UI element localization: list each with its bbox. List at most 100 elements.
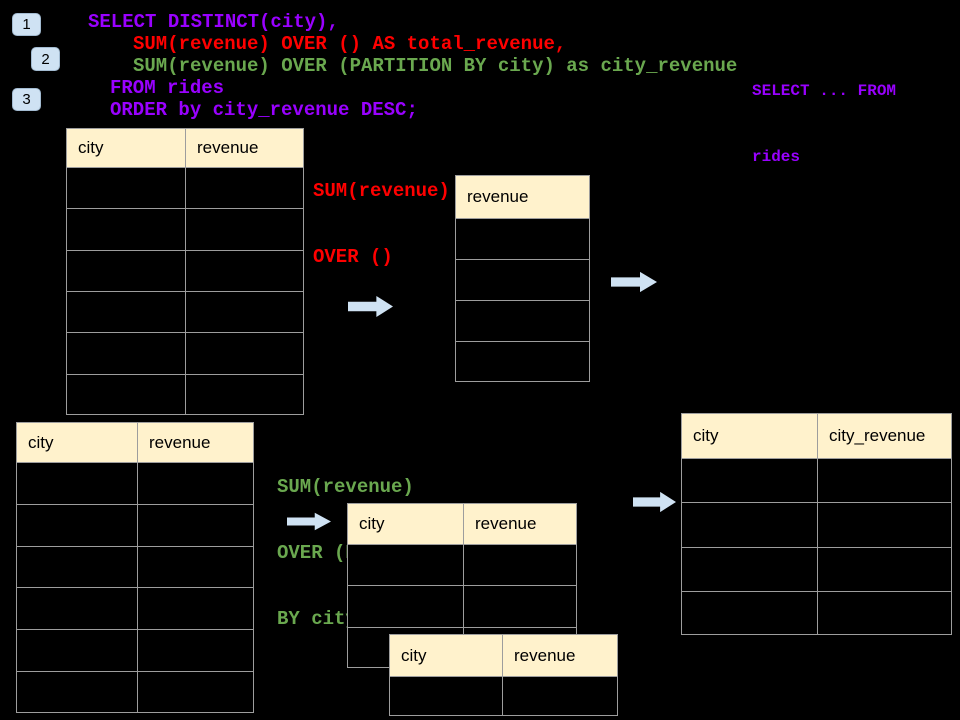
table-header-row: city revenue: [17, 423, 253, 463]
arrow-right-icon: [611, 271, 657, 293]
column-header-city: city: [682, 414, 818, 458]
sql-line-sum-partition: SUM(revenue) OVER (PARTITION BY city) as…: [133, 55, 738, 77]
table-cell: [464, 586, 576, 626]
table-cell: [186, 168, 303, 208]
table-cell: [682, 459, 818, 503]
table-cell: [818, 548, 951, 591]
table-row: [67, 333, 303, 375]
column-header-city-revenue: city_revenue: [829, 426, 926, 445]
table-total-revenue: revenue: [455, 175, 590, 382]
table-cell: [682, 547, 818, 591]
table-header-row: city revenue: [390, 635, 617, 677]
table-cell: [67, 250, 186, 291]
table-row: [17, 504, 253, 547]
table-header-row: city revenue: [348, 504, 576, 545]
table-row: [682, 591, 951, 635]
table-row: [17, 630, 253, 673]
annotation-line: SUM(revenue): [277, 476, 414, 498]
table-row: [456, 342, 589, 382]
table-cell: [17, 588, 138, 630]
annotation-total-revenue: SUM(revenue) OVER (): [313, 136, 450, 312]
table-cell: [17, 672, 138, 713]
table-cell: [186, 292, 303, 332]
table-cell: [186, 333, 303, 373]
table-result: city city_revenue: [681, 413, 952, 635]
table-row: [67, 374, 303, 415]
table-cell: [818, 459, 951, 502]
table-row: [456, 301, 589, 342]
table-row: [348, 586, 576, 628]
table-cell: [186, 251, 303, 291]
table-cell: [17, 630, 138, 672]
step-badge-3: 3: [12, 88, 41, 111]
sql-line-sum-over: SUM(revenue) OVER () AS total_revenue,: [133, 33, 567, 55]
table-row: [682, 547, 951, 592]
table-source-top: city revenue: [66, 128, 304, 415]
side-note-select-from-rides: SELECT ... FROM rides: [752, 36, 896, 212]
table-cell: [138, 505, 253, 546]
table-cell: [17, 463, 138, 504]
annotation-line: SUM(revenue): [313, 180, 450, 202]
column-header-revenue: revenue: [149, 432, 211, 452]
column-header-city: city: [348, 504, 464, 544]
table-row: [456, 219, 589, 260]
table-cell: [456, 301, 589, 341]
table-cell: [390, 677, 503, 716]
table-row: [682, 459, 951, 504]
table-cell: [67, 168, 186, 209]
table-cell: [818, 592, 951, 635]
table-header-row: revenue: [456, 176, 589, 219]
arrow-right-icon: [633, 491, 676, 513]
table-cell: [682, 591, 818, 635]
table-row: [348, 545, 576, 587]
arrow-right-icon: [287, 512, 331, 531]
table-cell: [17, 546, 138, 588]
column-header-city: city: [390, 635, 503, 676]
table-cell: [503, 677, 617, 716]
table-cell: [138, 463, 253, 504]
table-cell: [186, 375, 303, 415]
table-cell: [138, 588, 253, 629]
table-cell: [818, 503, 951, 546]
table-cell: [138, 547, 253, 588]
table-cell: [67, 333, 186, 374]
table-row: [67, 291, 303, 334]
table-row: [390, 677, 617, 716]
side-note-line: SELECT ... FROM: [752, 82, 897, 100]
step-badge-1: 1: [12, 13, 41, 36]
table-cell: [456, 219, 589, 259]
sql-line-order-by: ORDER by city_revenue DESC;: [110, 99, 418, 121]
table-cell: [67, 291, 186, 333]
table-header-row: city city_revenue: [682, 414, 951, 459]
table-row: [17, 546, 253, 589]
table-cell: [348, 586, 464, 627]
step-badge-2: 2: [31, 47, 60, 71]
table-row: [17, 463, 253, 505]
table-cell: [456, 260, 589, 300]
table-cell: [186, 209, 303, 249]
table-cell: [348, 545, 464, 586]
table-cell: [67, 209, 186, 250]
table-partition-group-front: city revenue: [389, 634, 618, 716]
sql-line-from: FROM rides: [110, 77, 225, 99]
table-cell: [138, 630, 253, 671]
table-cell: [17, 504, 138, 546]
table-row: [67, 209, 303, 251]
column-header-city: city: [17, 423, 138, 462]
table-cell: [682, 503, 818, 547]
column-header-revenue: revenue: [467, 187, 529, 206]
table-cell: [464, 545, 576, 585]
column-header-revenue: revenue: [475, 514, 537, 533]
sql-line-select: SELECT DISTINCT(city),: [88, 11, 339, 33]
table-row: [682, 503, 951, 548]
table-row: [17, 588, 253, 631]
table-row: [67, 168, 303, 210]
column-header-revenue: revenue: [514, 645, 576, 665]
annotation-line: OVER (): [313, 246, 393, 268]
table-cell: [456, 342, 589, 382]
column-header-revenue: revenue: [197, 138, 259, 157]
table-row: [17, 672, 253, 713]
table-row: [456, 260, 589, 301]
column-header-city: city: [67, 129, 186, 167]
side-note-line: rides: [752, 148, 801, 166]
